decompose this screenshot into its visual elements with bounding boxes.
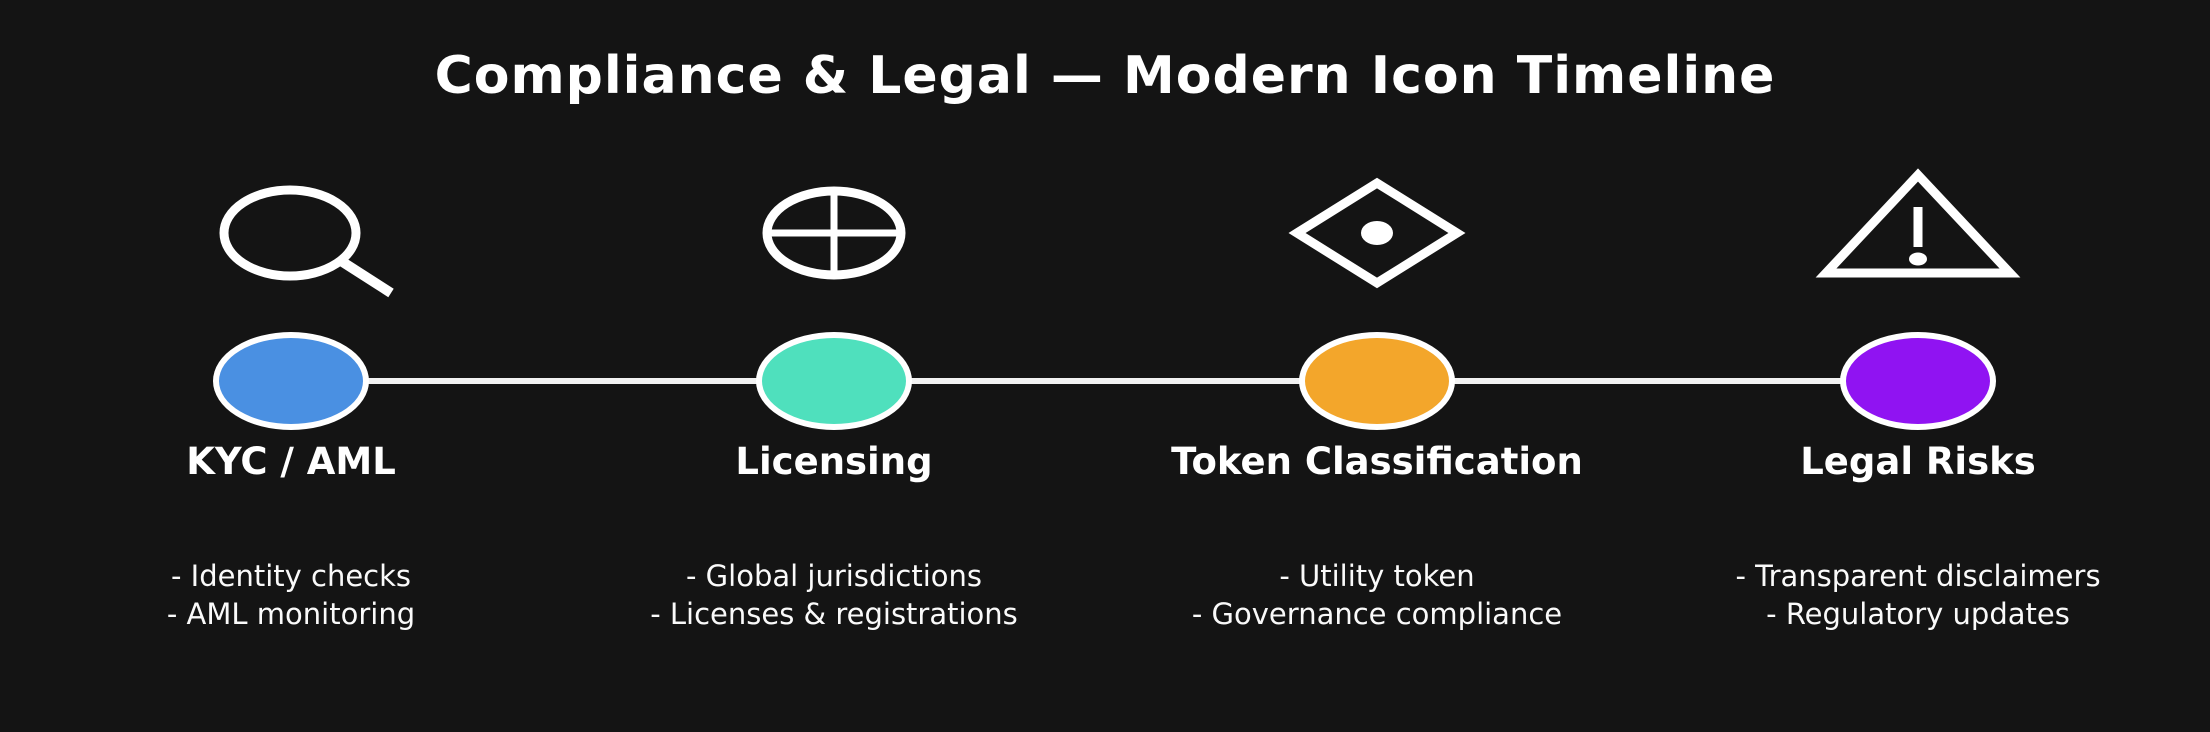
page-title: Compliance & Legal — Modern Icon Timelin… <box>434 46 1776 106</box>
bullet-item: - Licenses & registrations <box>650 597 1018 631</box>
token-diamond-icon <box>1288 177 1466 289</box>
bullet-item: - Identity checks <box>170 559 412 593</box>
bullet-item: - AML monitoring <box>166 597 416 631</box>
node-label: Licensing <box>735 440 933 483</box>
timeline-marker <box>756 332 912 430</box>
timeline-node-kyc-aml: KYC / AML - Identity checks - AML monito… <box>71 0 511 732</box>
bullet-item: - Regulatory updates <box>1766 597 2070 631</box>
timeline-marker <box>1840 332 1996 430</box>
bullet-item: - Governance compliance <box>1191 597 1563 631</box>
node-label: KYC / AML <box>186 440 396 483</box>
warning-triangle-icon <box>1815 168 2021 278</box>
node-label: Legal Risks <box>1800 440 2036 483</box>
node-bullets: - Utility token - Governance compliance <box>1157 557 1597 633</box>
timeline-connector-line <box>291 378 1918 384</box>
bullet-item: - Transparent disclaimers <box>1735 559 2101 593</box>
bullet-item: - Global jurisdictions <box>685 559 982 593</box>
timeline-node-licensing: Licensing - Global jurisdictions - Licen… <box>614 0 1054 732</box>
timeline-marker <box>1299 332 1455 430</box>
magnifier-icon <box>219 185 394 298</box>
node-bullets: - Identity checks - AML monitoring <box>71 557 511 633</box>
node-bullets: - Global jurisdictions - Licenses & regi… <box>614 557 1054 633</box>
timeline-node-token-classification: Token Classification - Utility token - G… <box>1157 0 1597 732</box>
node-label: Token Classification <box>1171 440 1583 483</box>
timeline-marker <box>213 332 369 430</box>
node-bullets: - Transparent disclaimers - Regulatory u… <box>1698 557 2138 633</box>
globe-icon <box>762 186 906 280</box>
timeline-node-legal-risks: Legal Risks - Transparent disclaimers - … <box>1698 0 2138 732</box>
bullet-item: - Utility token <box>1279 559 1475 593</box>
